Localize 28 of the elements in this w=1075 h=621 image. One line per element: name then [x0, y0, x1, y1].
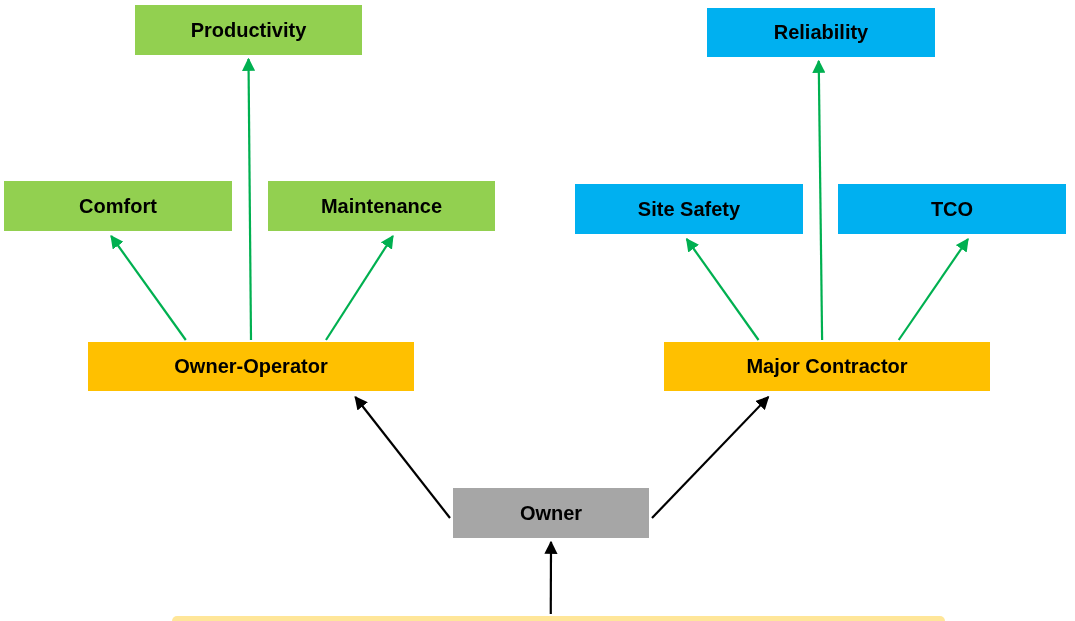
label-box — [838, 184, 1066, 234]
label-box — [707, 8, 935, 57]
box-label: Owner-Operator — [174, 355, 328, 378]
box-label: TCO — [930, 197, 974, 221]
box-label: Owner — [519, 501, 583, 525]
box-shape — [172, 616, 945, 621]
arrow — [325, 234, 394, 341]
arrow — [544, 540, 558, 614]
box-label: Site Safety — [637, 197, 741, 221]
arrow — [651, 396, 770, 519]
arrow — [110, 234, 187, 341]
box-label: Maintenance — [320, 194, 443, 218]
box-label: Reliability — [773, 21, 869, 44]
arrow — [242, 57, 256, 340]
box-label: Major Contractor — [746, 355, 908, 378]
label-box — [575, 184, 803, 234]
box-label: Productivity — [190, 18, 307, 42]
box-label: Comfort — [79, 194, 157, 218]
arrow — [897, 237, 969, 341]
label-box — [453, 488, 649, 538]
label-box — [88, 342, 414, 391]
arrow — [685, 237, 760, 341]
arrow — [812, 59, 826, 340]
label-box — [4, 181, 232, 231]
label-box — [268, 181, 495, 231]
label-box — [135, 5, 362, 55]
arrow — [354, 395, 451, 519]
label-box — [664, 342, 990, 391]
